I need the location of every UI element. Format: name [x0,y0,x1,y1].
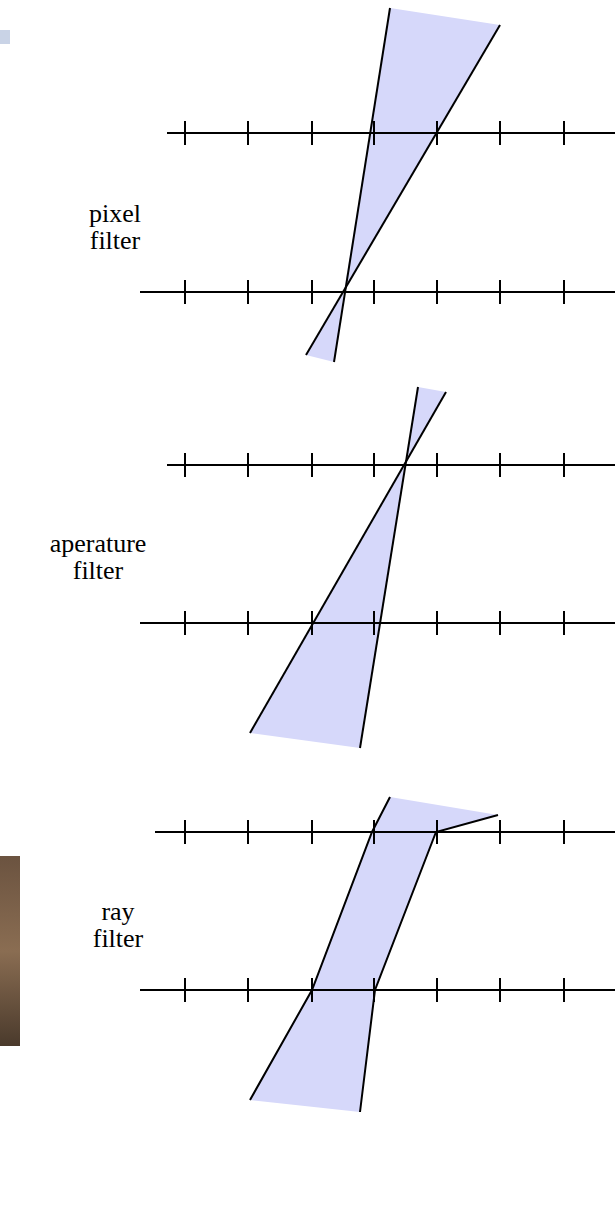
photo-fragment [0,30,10,44]
filter-label: ray filter [93,898,144,952]
ray-line [250,8,500,1112]
filter-label-text: pixel filter [89,199,141,255]
tick-marks [185,121,564,1002]
shaded-region [250,8,500,1112]
photo-fragment [0,856,20,1046]
filter-label-text: aperature filter [50,529,147,585]
filter-label: pixel filter [89,200,141,254]
filter-label-text: ray filter [93,897,144,953]
filter-label: aperature filter [50,530,147,584]
axis-line [140,133,615,990]
